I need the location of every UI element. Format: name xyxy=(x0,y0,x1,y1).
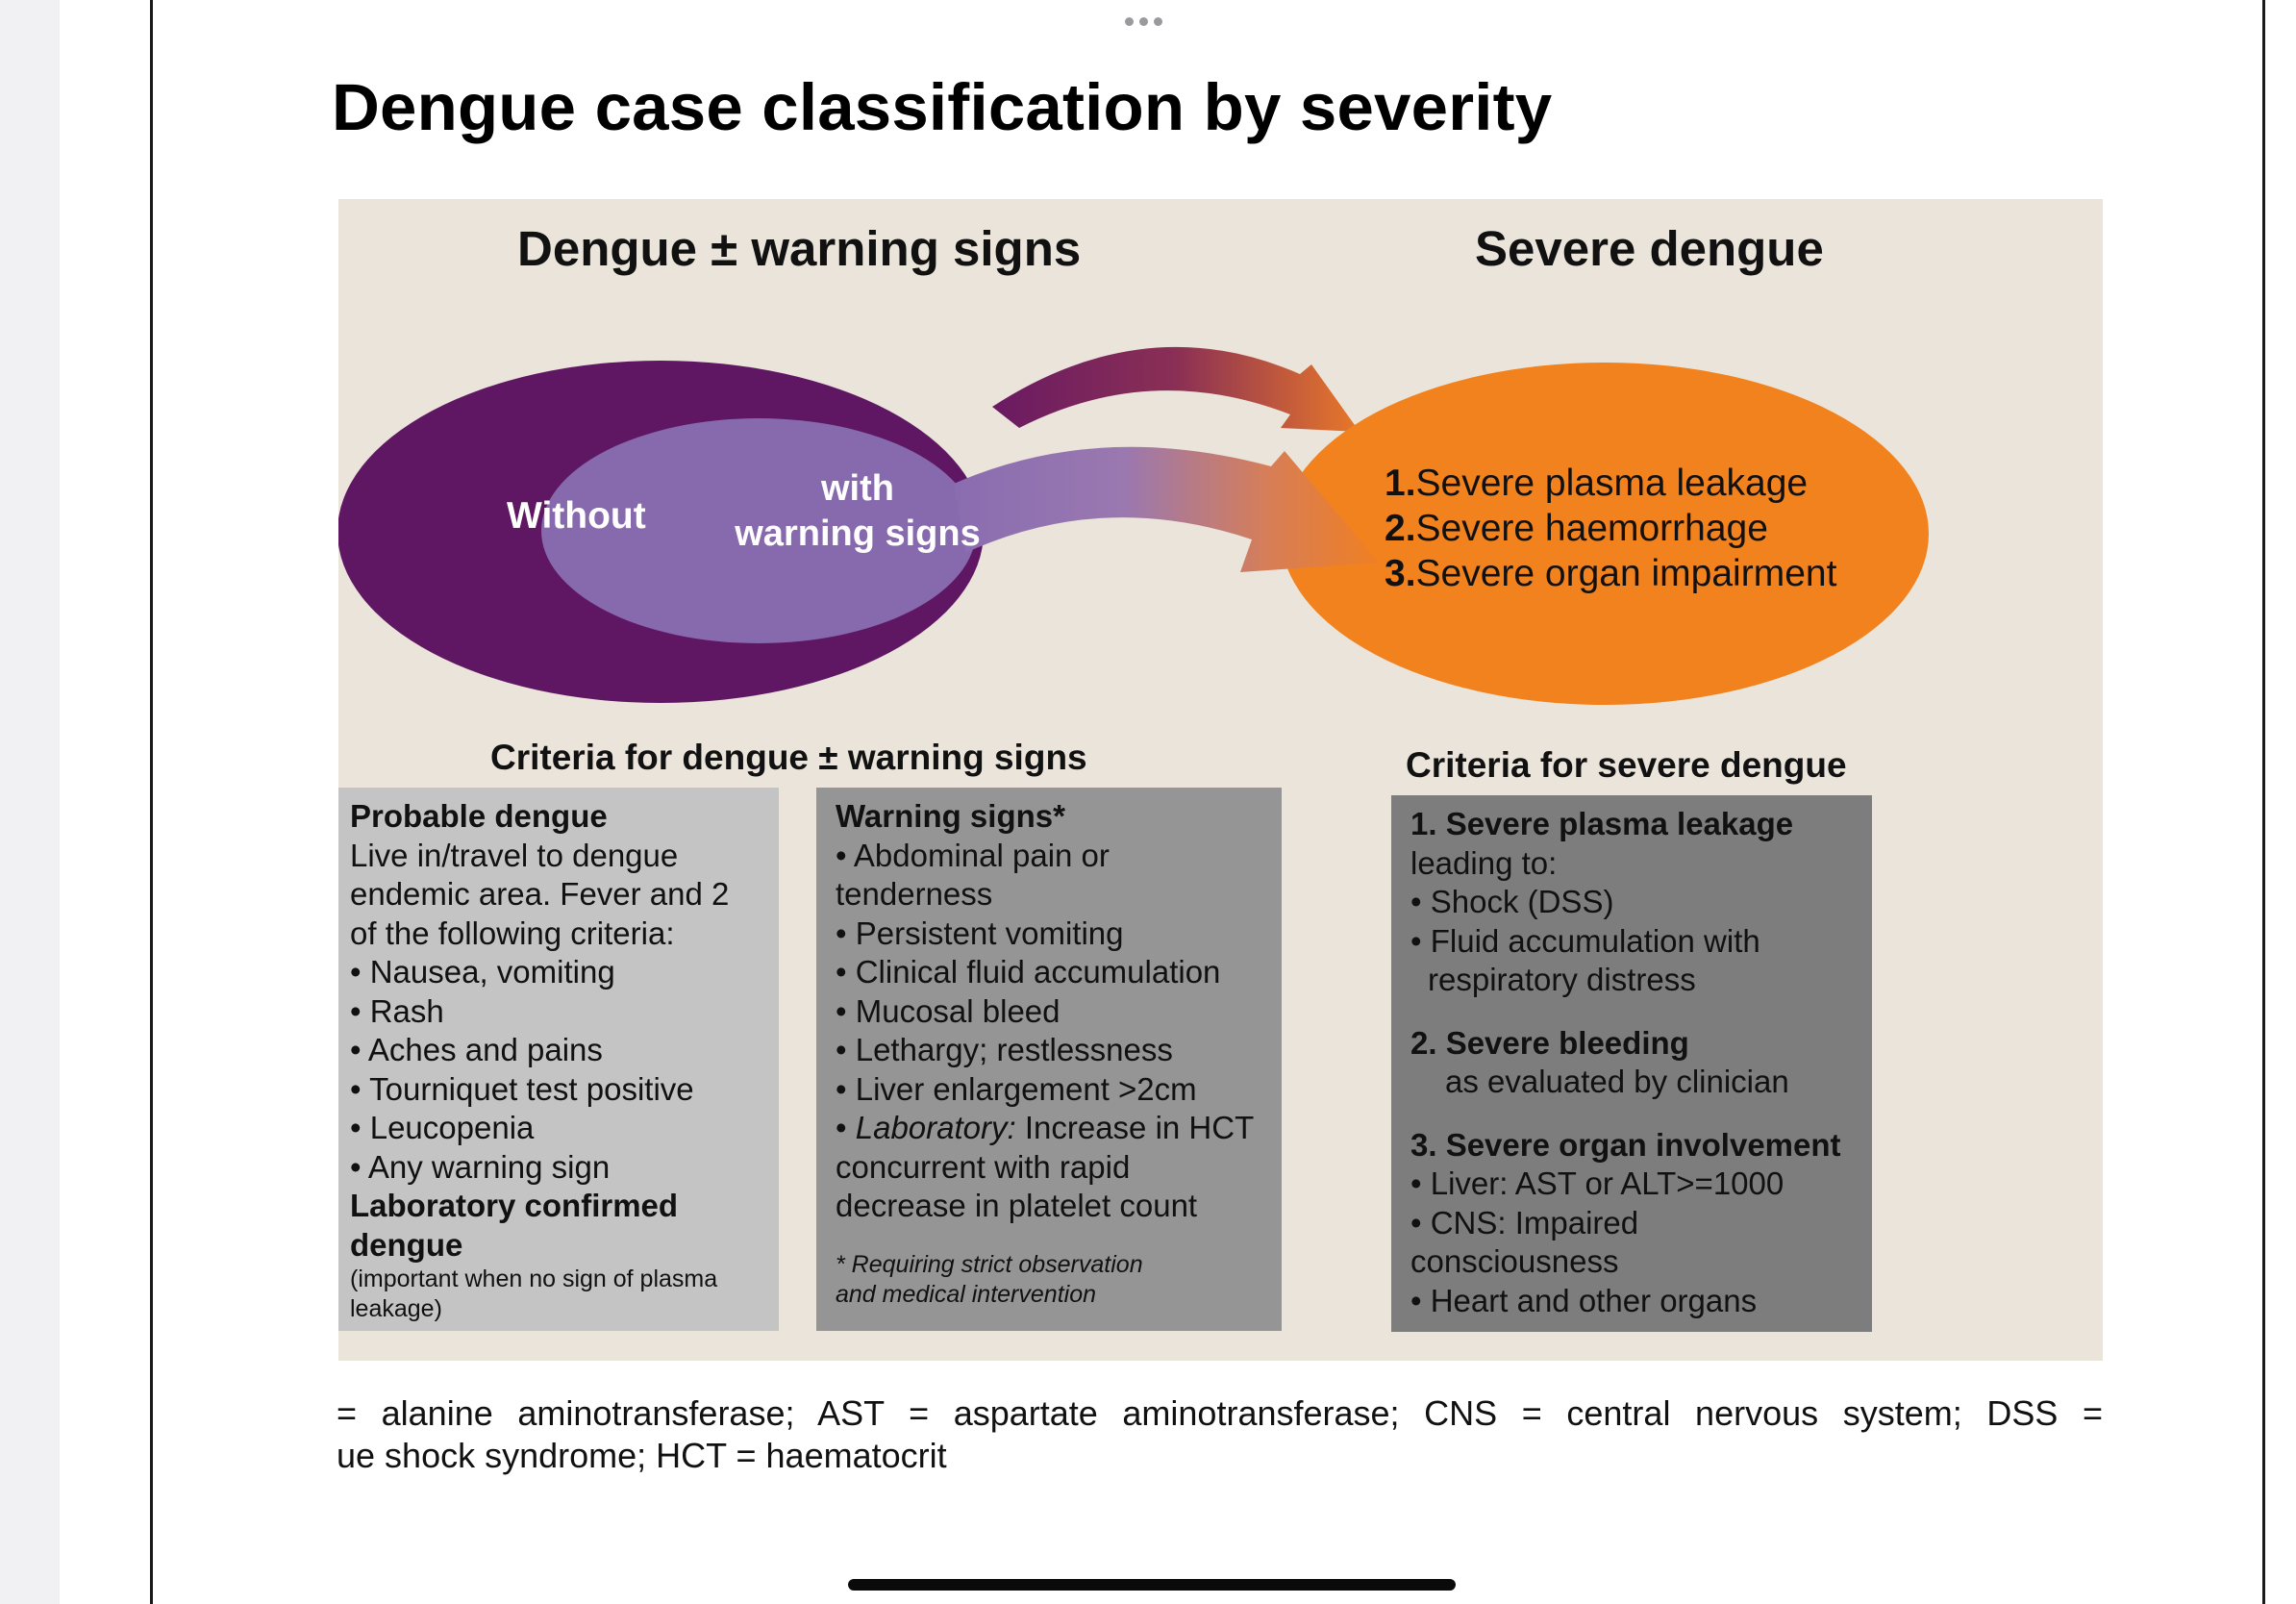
with-label-line2: warning signs xyxy=(735,514,981,554)
abbreviations-line: = alanine aminotransferase; AST = aspart… xyxy=(337,1393,2103,1433)
more-options-icon[interactable] xyxy=(1125,13,1173,29)
slide-title: Dengue case classification by severity xyxy=(332,70,1553,144)
severe-plasma-leakage-title: 1. Severe plasma leakage xyxy=(1410,806,1794,841)
probable-bullet: • Tourniquet test positive xyxy=(350,1070,694,1107)
severe-criteria-line: consciousness xyxy=(1410,1243,1619,1279)
arrow-to-severe-main xyxy=(954,446,1379,572)
dot-icon xyxy=(1139,16,1148,26)
page-border-left xyxy=(150,0,153,1604)
severe-dengue-heading: Severe dengue xyxy=(1475,221,1824,276)
severe-criteria-line: • Liver: AST or ALT>=1000 xyxy=(1410,1165,1784,1201)
warning-sign-line: • Mucosal bleed xyxy=(836,992,1061,1029)
warning-sign-line: • Clinical fluid accumulation xyxy=(836,954,1221,990)
warning-sign-line: • Lethargy; restlessness xyxy=(836,1032,1173,1067)
dot-icon xyxy=(1154,16,1162,26)
severe-dengue-list: 1.Severe plasma leakage 2.Severe haemorr… xyxy=(1385,461,1836,596)
severe-criteria-line: leading to: xyxy=(1410,844,1558,881)
probable-bullet: • Nausea, vomiting xyxy=(350,954,615,990)
warning-lab-line: • Laboratory: Increase in HCT xyxy=(836,1109,1270,1148)
warning-signs-inner-ellipse xyxy=(541,418,976,643)
lab-confirmed-title: dengue xyxy=(350,1226,463,1263)
page-border-right xyxy=(2262,0,2265,1604)
item-text: Severe organ impairment xyxy=(1415,553,1837,594)
probable-intro-line: endemic area. Fever and 2 xyxy=(350,876,730,912)
warning-footnote: * Requiring strict observation xyxy=(836,1250,1143,1278)
severe-list-item: 2.Severe haemorrhage xyxy=(1385,506,1836,551)
probable-bullet: • Leucopenia xyxy=(350,1110,535,1145)
severe-criteria-line: • Fluid accumulation with xyxy=(1410,922,1760,959)
item-text: Severe haemorrhage xyxy=(1415,508,1768,549)
severe-criteria-line: • Heart and other organs xyxy=(1410,1282,1758,1318)
abbreviations-footnote: = alanine aminotransferase; AST = aspart… xyxy=(337,1392,2103,1477)
probable-intro-line: Live in/travel to dengue xyxy=(350,837,679,873)
spacer xyxy=(1410,1000,1860,1024)
item-number: 1. xyxy=(1385,463,1416,504)
without-label: Without xyxy=(507,495,646,537)
item-number: 3. xyxy=(1385,553,1416,594)
warning-footnote: and medical intervention xyxy=(836,1280,1096,1308)
warning-sign-line: tenderness xyxy=(836,876,993,912)
severe-organ-title: 3. Severe organ involvement xyxy=(1410,1126,1841,1163)
severe-criteria-line: • CNS: Impaired xyxy=(1410,1204,1639,1241)
spacer xyxy=(836,1226,1270,1250)
classification-diagram xyxy=(338,346,1929,705)
arrow-to-severe-top xyxy=(992,346,1360,432)
abbreviations-line: ue shock syndrome; HCT = haematocrit xyxy=(337,1436,947,1475)
lab-confirmed-note: (important when no sign of plasma xyxy=(350,1266,718,1292)
probable-dengue-title: Probable dengue xyxy=(350,798,608,834)
left-gutter xyxy=(0,0,60,1604)
probable-bullet: • Aches and pains xyxy=(350,1032,603,1067)
severe-criteria-line: respiratory distress xyxy=(1428,962,1696,997)
bullet: • xyxy=(836,1110,856,1145)
criteria-dengue-heading: Criteria for dengue ± warning signs xyxy=(490,738,1087,777)
dengue-warning-signs-heading: Dengue ± warning signs xyxy=(517,221,1082,276)
severe-criteria-line: • Shock (DSS) xyxy=(1410,884,1614,919)
probable-dengue-box: Probable dengue Live in/travel to dengue… xyxy=(338,788,779,1331)
warning-signs-title: Warning signs* xyxy=(836,798,1065,834)
warning-sign-line: concurrent with rapid xyxy=(836,1148,1131,1185)
item-number: 2. xyxy=(1385,508,1416,549)
severe-list-item: 3.Severe organ impairment xyxy=(1385,551,1836,596)
warning-signs-box: Warning signs* • Abdominal pain or tende… xyxy=(816,788,1282,1331)
probable-bullet: • Any warning sign xyxy=(350,1148,611,1185)
severe-criteria-line: as evaluated by clinician xyxy=(1445,1064,1789,1099)
item-text: Severe plasma leakage xyxy=(1415,463,1809,504)
lab-confirmed-note: leakage) xyxy=(350,1295,442,1322)
warning-sign-line: • Abdominal pain or xyxy=(836,837,1110,873)
severe-bleeding-title: 2. Severe bleeding xyxy=(1410,1024,1689,1061)
with-warning-signs-label: with warning signs xyxy=(728,466,987,557)
lab-confirmed-title: Laboratory confirmed xyxy=(350,1188,679,1223)
lab-text: Increase in HCT xyxy=(1015,1110,1255,1145)
warning-sign-line: • Persistent vomiting xyxy=(836,915,1124,951)
warning-sign-line: • Liver enlargement >2cm xyxy=(836,1070,1197,1107)
probable-bullet: • Rash xyxy=(350,992,444,1029)
with-label-line1: with xyxy=(821,468,894,509)
severe-dengue-ellipse xyxy=(1281,363,1929,705)
dot-icon xyxy=(1125,16,1134,26)
severe-criteria-box: 1. Severe plasma leakage leading to: • S… xyxy=(1391,795,1872,1332)
lab-label: Laboratory: xyxy=(855,1110,1016,1145)
home-indicator[interactable] xyxy=(848,1579,1456,1591)
severe-list-item: 1.Severe plasma leakage xyxy=(1385,461,1836,506)
probable-intro-line: of the following criteria: xyxy=(350,915,675,951)
warning-sign-line: decrease in platelet count xyxy=(836,1188,1198,1223)
classification-figure: Dengue ± warning signs Severe dengue Wit… xyxy=(338,199,2103,1361)
criteria-severe-heading: Criteria for severe dengue xyxy=(1406,745,1847,785)
spacer xyxy=(1410,1102,1860,1126)
